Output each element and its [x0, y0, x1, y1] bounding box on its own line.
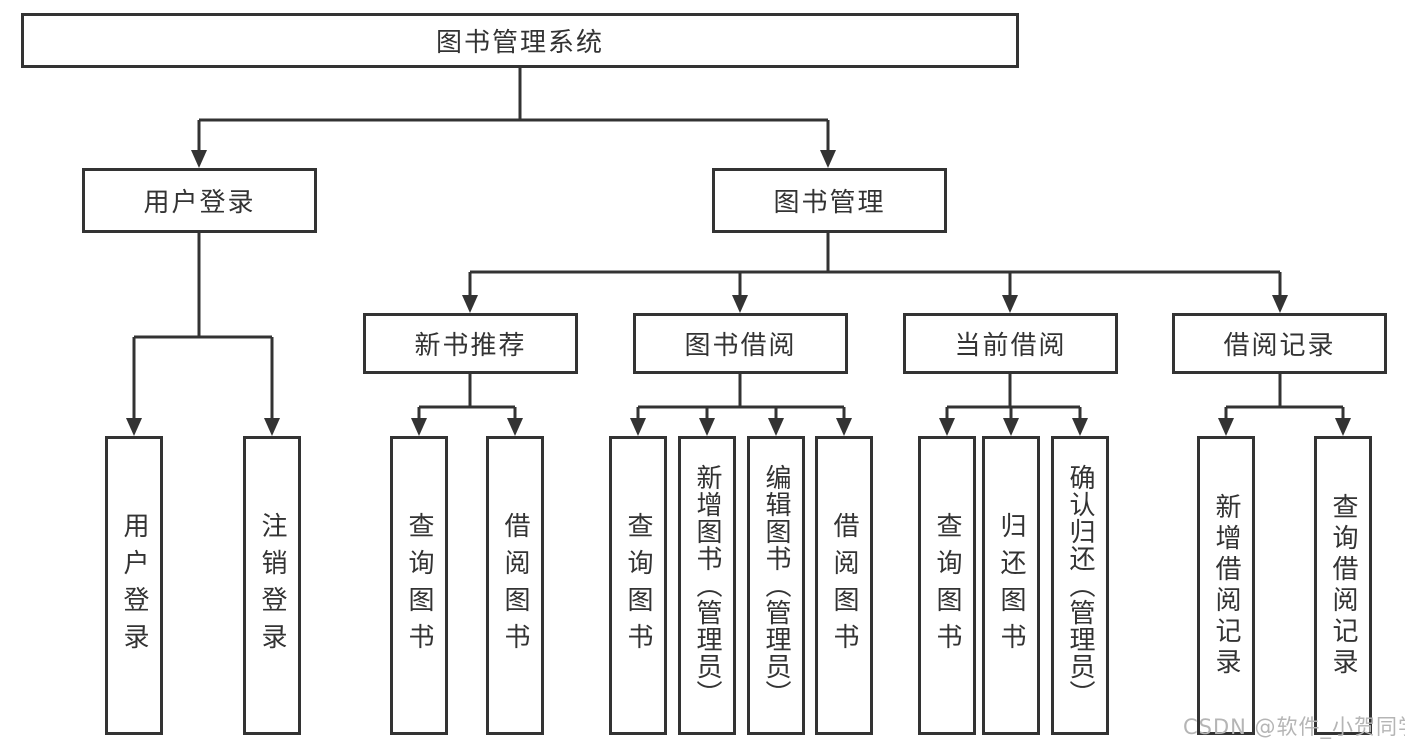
- leaf-borrow-books: 借阅图书: [815, 436, 873, 735]
- node-label: 借阅记录: [1223, 331, 1336, 361]
- leaf-query-books-current: 查询图书: [918, 436, 976, 735]
- leaf-add-books-admin: 新增图书（管理员）: [678, 436, 736, 735]
- leaf-label: 借阅图书: [829, 511, 859, 660]
- leaf-label: 查询图书: [404, 511, 434, 660]
- leaf-label: 查询借阅记录: [1328, 492, 1358, 679]
- leaf-label: 借阅图书: [500, 511, 530, 660]
- node-current-borrowing: 当前借阅: [903, 313, 1118, 374]
- node-new-book-recommendation: 新书推荐: [363, 313, 578, 374]
- leaf-label: 新增借阅记录: [1211, 492, 1241, 679]
- leaf-edit-books-admin: 编辑图书（管理员）: [747, 436, 805, 735]
- leaf-label: 注销登录: [257, 511, 287, 660]
- leaf-logout-login: 注销登录: [243, 436, 301, 735]
- node-user-login: 用户登录: [82, 168, 317, 233]
- node-borrowing-records: 借阅记录: [1172, 313, 1387, 374]
- node-label: 图书管理: [773, 188, 886, 218]
- csdn-watermark: CSDN @软件_小贺同学: [1183, 715, 1405, 739]
- leaf-label: 查询图书: [623, 511, 653, 660]
- leaf-add-borrow-record: 新增借阅记录: [1197, 436, 1255, 735]
- node-label: 图书管理系统: [435, 28, 604, 58]
- node-label: 用户登录: [143, 188, 256, 218]
- node-library-management-system: 图书管理系统: [21, 13, 1019, 68]
- leaf-return-books: 归还图书: [982, 436, 1040, 735]
- node-label: 新书推荐: [414, 331, 527, 361]
- leaf-query-borrow-record: 查询借阅记录: [1314, 436, 1372, 735]
- node-label: 当前借阅: [954, 331, 1067, 361]
- leaf-query-books-borrow: 查询图书: [609, 436, 667, 735]
- leaf-label: 用户登录: [119, 511, 149, 660]
- leaf-label: 新增图书（管理员）: [692, 464, 722, 707]
- leaf-label: 查询图书: [932, 511, 962, 660]
- leaf-label: 归还图书: [996, 511, 1026, 660]
- node-book-management: 图书管理: [712, 168, 947, 233]
- node-book-borrowing: 图书借阅: [633, 313, 848, 374]
- leaf-label: 编辑图书（管理员）: [761, 464, 791, 707]
- node-label: 图书借阅: [684, 331, 797, 361]
- leaf-confirm-return-admin: 确认归还（管理员）: [1051, 436, 1109, 735]
- leaf-query-books-recommend: 查询图书: [390, 436, 448, 735]
- leaf-user-login: 用户登录: [105, 436, 163, 735]
- leaf-label: 确认归还（管理员）: [1065, 464, 1095, 707]
- leaf-borrow-books-recommend: 借阅图书: [486, 436, 544, 735]
